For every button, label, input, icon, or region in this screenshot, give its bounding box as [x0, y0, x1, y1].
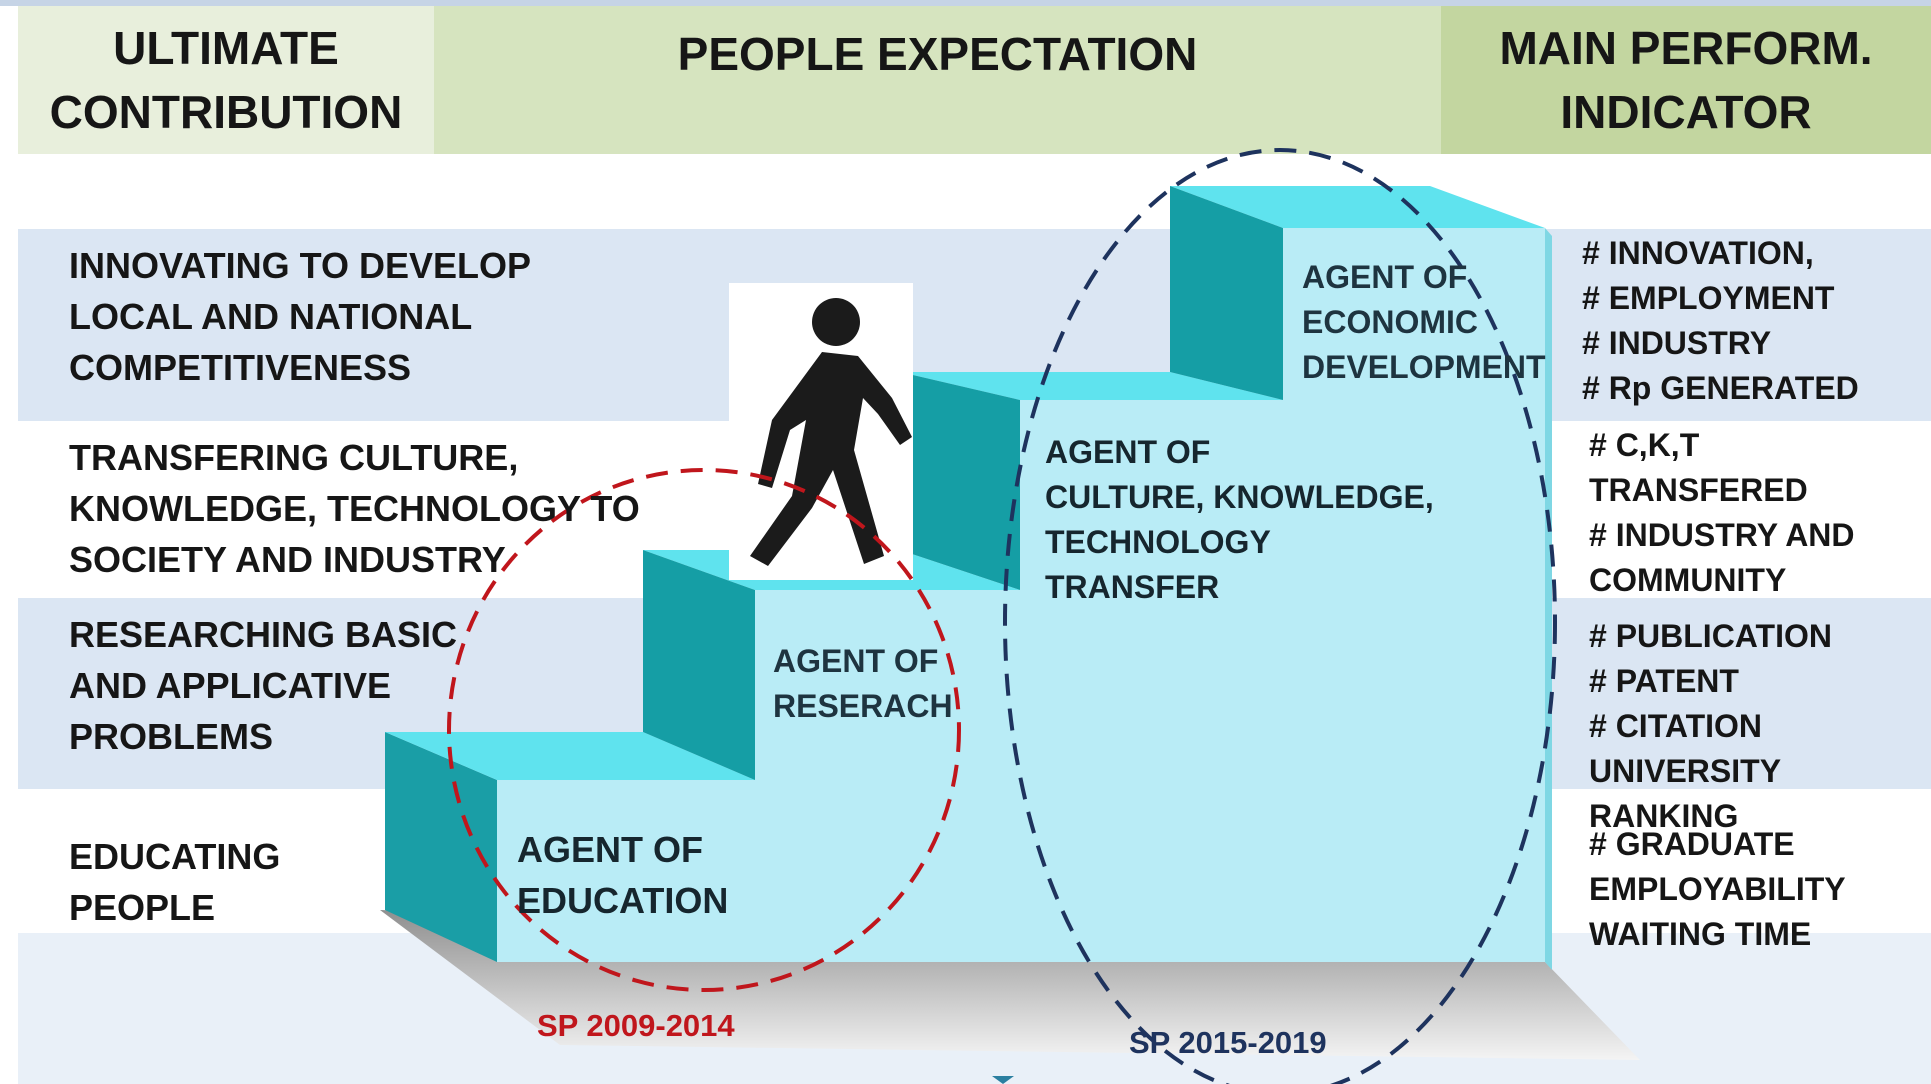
contribution-transfering: TRANSFERING CULTURE, KNOWLEDGE, TECHNOLO… [69, 437, 640, 580]
period-circle-2015-2019 [1003, 148, 1557, 1084]
header-right-bg [1441, 6, 1931, 154]
step-face-1 [497, 780, 1545, 962]
step-face-3 [1020, 400, 1545, 590]
step-tread-4 [1170, 186, 1545, 228]
step-riser-4 [1170, 186, 1283, 400]
header-left-bg [18, 6, 434, 154]
step-side-1 [385, 732, 497, 962]
header-people-expectation: PEOPLE EXPECTATION [677, 28, 1198, 80]
indicator-innovation: # INNOVATION, # EMPLOYMENT # INDUSTRY # … [1582, 235, 1859, 406]
step-tread-3 [900, 372, 1283, 400]
step-face-4 [1283, 228, 1545, 400]
indicator-research: # PUBLICATION # PATENT # CITATION UNIVER… [1589, 618, 1832, 834]
staircase-right-edge [1545, 228, 1552, 970]
contribution-educating: EDUCATING PEOPLE [69, 836, 281, 928]
header-main-performance-indicator: MAIN PERFORM. INDICATOR [1499, 22, 1873, 138]
period-label-2009-2014: SP 2009-2014 [537, 1008, 735, 1043]
agent-culture-knowledge-technology-transfer: AGENT OF CULTURE, KNOWLEDGE, TECHNOLOGY … [1045, 434, 1434, 605]
walking-person-icon [750, 298, 912, 566]
agent-economic-development: AGENT OF ECONOMIC DEVELOPMENT [1302, 259, 1546, 385]
contribution-researching: RESEARCHING BASIC AND APPLICATIVE PROBLE… [69, 614, 458, 757]
period-label-2015-2019: SP 2015-2019 [1129, 1025, 1327, 1060]
indicator-transfer: # C,K,T TRANSFERED # INDUSTRY AND COMMUN… [1589, 427, 1855, 598]
step-face-2 [755, 590, 1545, 780]
agent-research: AGENT OF RESERACH [773, 643, 953, 724]
header-ultimate-contribution: ULTIMATE CONTRIBUTION [49, 22, 403, 138]
step-riser-3 [900, 372, 1020, 590]
down-marker [992, 1076, 1014, 1084]
header-center-bg [434, 6, 1441, 154]
indicator-education: # GRADUATE EMPLOYABILITY WAITING TIME [1589, 826, 1846, 952]
header-top-line [0, 0, 1931, 6]
step-riser-2 [643, 550, 755, 780]
period-circle-2009-2014 [447, 468, 961, 992]
step-tread-1 [385, 732, 755, 780]
agent-education: AGENT OF EDUCATION [517, 829, 729, 921]
contribution-innovating: INNOVATING TO DEVELOP LOCAL AND NATIONAL… [69, 245, 532, 388]
